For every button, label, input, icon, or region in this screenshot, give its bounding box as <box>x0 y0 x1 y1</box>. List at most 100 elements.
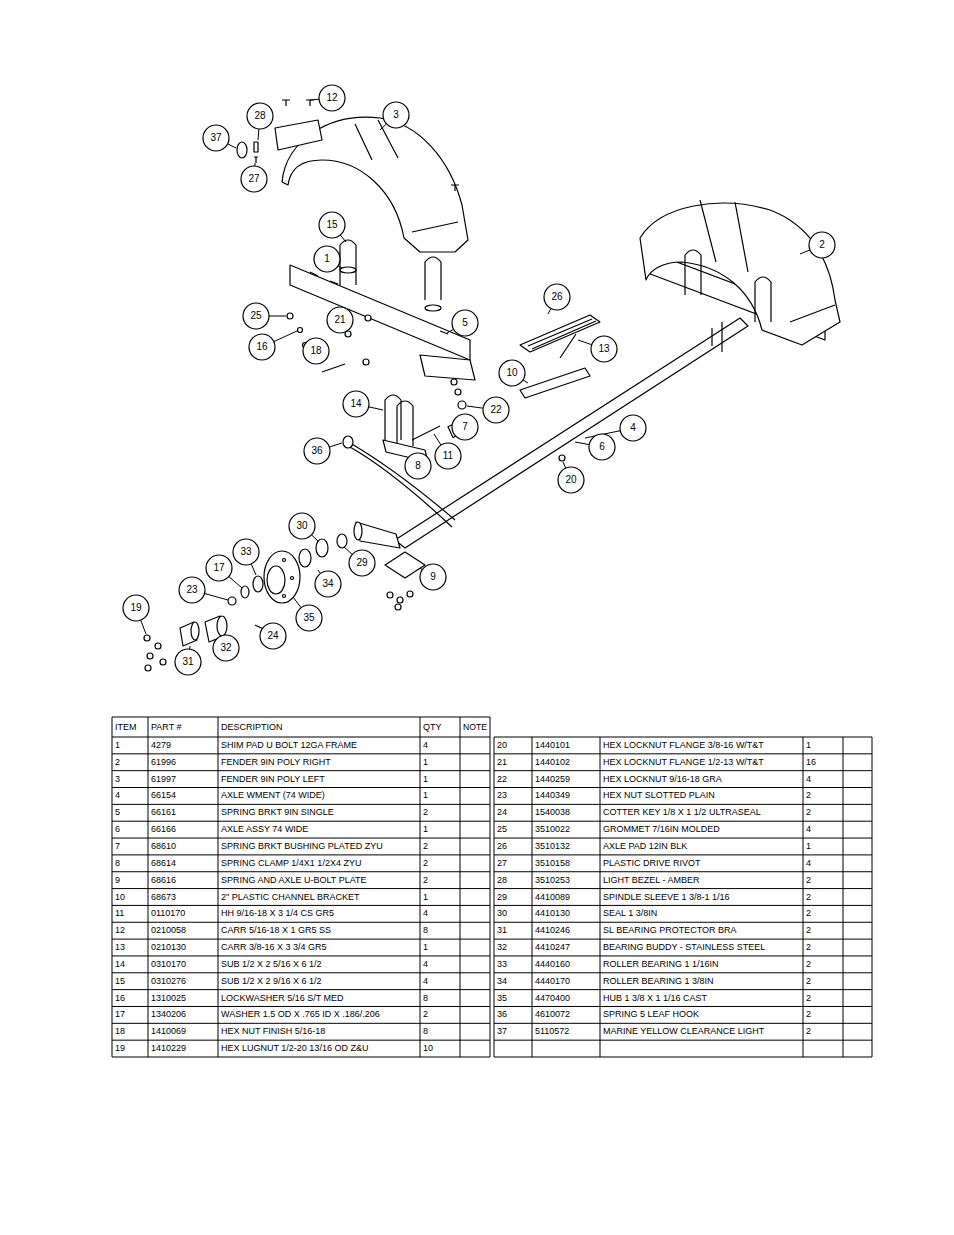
hub-stud <box>283 559 286 562</box>
callout-number: 37 <box>210 133 221 143</box>
u-bolt-plate <box>385 552 425 578</box>
table-cell: 68610 <box>151 842 176 851</box>
washer <box>241 586 249 598</box>
callout-circle <box>349 550 375 576</box>
callout-circle <box>483 397 509 423</box>
table-cell: 2" PLASTIC CHANNEL BRACKET <box>221 893 359 902</box>
hex-locknut <box>395 604 401 610</box>
table-grid <box>494 753 872 754</box>
callout-circle <box>343 391 369 417</box>
table-cell: HUB 1 3/8 X 1 1/16 CAST <box>603 994 707 1003</box>
table-grid <box>803 737 804 1057</box>
callout-number: 20 <box>565 475 576 485</box>
seal <box>316 539 328 557</box>
table-cell: 2 <box>806 977 811 986</box>
spindle-end <box>354 522 362 540</box>
table-grid <box>112 717 490 718</box>
callout-number: 16 <box>256 342 267 352</box>
table-cell: 5 <box>115 808 120 817</box>
table-cell: 1340206 <box>151 1010 186 1019</box>
shim-pad <box>340 267 356 273</box>
callout-number: 1 <box>324 254 330 264</box>
table-cell: HEX LOCKNUT 9/16-18 GRA <box>603 775 722 784</box>
callout-circle <box>452 414 478 440</box>
table-cell: 7 <box>115 842 120 851</box>
callout-circle <box>247 103 273 129</box>
callout-circle <box>319 85 345 111</box>
table-cell: 68673 <box>151 893 176 902</box>
table-cell: PLASTIC DRIVE RIVOT <box>603 859 701 868</box>
hex-locknut <box>397 597 403 603</box>
callout-circle <box>213 635 239 661</box>
axle-pad <box>520 315 600 352</box>
table-cell: 2 <box>423 859 428 868</box>
carriage-bolt <box>322 364 345 372</box>
leader-line <box>228 144 236 148</box>
table-cell: 5110572 <box>535 1027 569 1036</box>
table-cell: 1440102 <box>535 758 570 767</box>
callout-circle <box>405 453 431 479</box>
table-header: DESCRIPTION <box>221 723 283 732</box>
callout-circle <box>315 571 341 597</box>
table-cell: 27 <box>497 859 507 868</box>
table-cell: 2 <box>806 960 811 969</box>
hex-locknut <box>455 389 461 395</box>
table-cell: SUB 1/2 X 2 9/16 X 6 1/2 <box>221 977 322 986</box>
bracket-holes <box>310 272 448 334</box>
table-cell: AXLE PAD 12IN BLK <box>603 842 687 851</box>
table-cell: 19 <box>115 1044 125 1053</box>
table-cell: 1440259 <box>535 775 570 784</box>
table-cell: 2 <box>806 1010 811 1019</box>
table-cell: SEAL 1 3/8IN <box>603 909 657 918</box>
lockwasher <box>298 328 303 333</box>
table-cell: 36 <box>497 1010 507 1019</box>
table-grid <box>494 737 495 1057</box>
callout-number: 2 <box>819 240 825 250</box>
fender-panel <box>700 200 835 322</box>
table-cell: 11 <box>115 909 124 918</box>
table-cell: 1410069 <box>151 1027 186 1036</box>
table-cell: 14 <box>115 960 125 969</box>
callout-number: 33 <box>240 547 251 557</box>
table-header: ITEM <box>115 723 137 732</box>
callout-circle <box>243 303 269 329</box>
table-cell: 0310276 <box>151 977 186 986</box>
table-grid <box>494 939 872 940</box>
table-cell: 1440349 <box>535 791 570 800</box>
table-cell: HEX NUT SLOTTED PLAIN <box>603 791 715 800</box>
table-cell: 12 <box>115 926 125 935</box>
table-grid <box>460 717 461 1057</box>
table-cell: 10 <box>115 893 125 902</box>
table-grid <box>112 989 490 990</box>
table-cell: 68616 <box>151 876 176 885</box>
table-grid <box>148 717 149 1057</box>
callout-number: 7 <box>462 422 468 432</box>
table-grid <box>843 737 844 1057</box>
table-cell: 17 <box>115 1010 125 1019</box>
table-cell: 1310025 <box>151 994 186 1003</box>
table-cell: 32 <box>497 943 507 952</box>
leader-line <box>344 547 352 554</box>
leader-line <box>251 564 256 575</box>
callout-circle <box>319 212 345 238</box>
leader-line <box>434 434 441 445</box>
u-bolt <box>385 395 413 446</box>
table-cell: 4 <box>806 775 811 784</box>
table-cell: 1540038 <box>535 808 570 817</box>
table-cell: 2 <box>423 842 428 851</box>
table-cell: 4 <box>806 825 811 834</box>
leader-line <box>310 99 319 101</box>
table-grid <box>494 737 872 738</box>
table-cell: 2 <box>806 943 811 952</box>
table-cell: 4610072 <box>535 1010 570 1019</box>
leader-line <box>141 620 146 634</box>
table-grid <box>420 717 421 1057</box>
callout-number: 19 <box>130 603 141 613</box>
hub-stud <box>283 595 286 598</box>
hex-locknut <box>363 359 369 365</box>
table-cell: AXLE ASSY 74 WIDE <box>221 825 308 834</box>
table-cell: 4410130 <box>535 909 570 918</box>
callout-circle <box>233 539 259 565</box>
table-cell: WASHER 1.5 OD X .765 ID X .186/.206 <box>221 1010 380 1019</box>
callout-circle <box>383 102 409 128</box>
